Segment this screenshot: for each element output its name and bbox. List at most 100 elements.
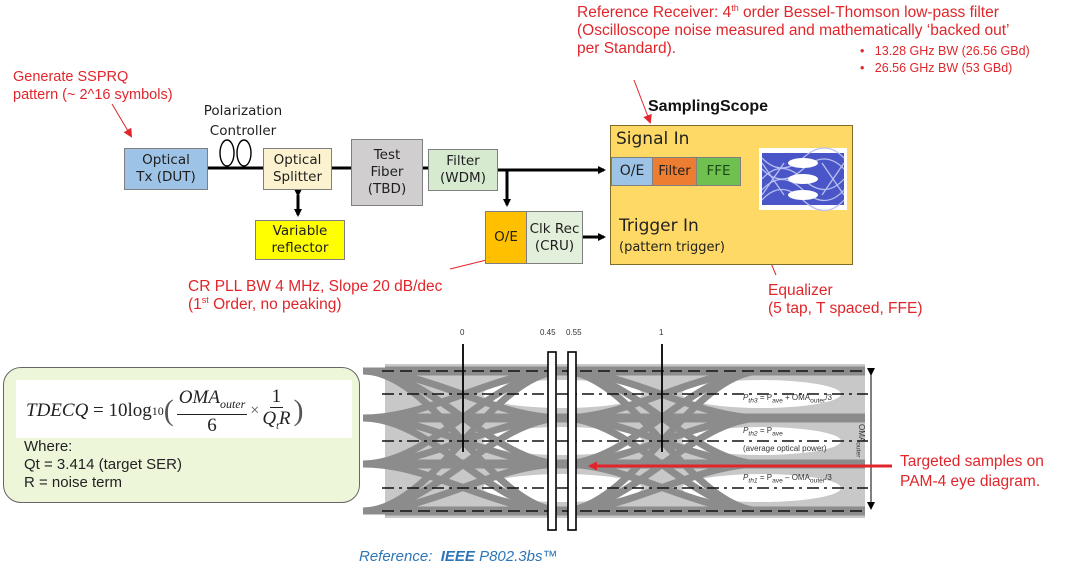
scope-eye-thumbnail <box>759 147 847 212</box>
pth1-mid: = P <box>757 473 773 482</box>
variable-reflector-label: Variable reflector <box>271 223 329 256</box>
pth3-ave: ave <box>772 397 783 405</box>
pth1-sub: th1 <box>748 477 758 485</box>
cr-pll-line1: CR PLL BW 4 MHz, Slope 20 dB/dec <box>188 278 443 295</box>
cr-pll-line2-pre: (1 <box>188 296 202 313</box>
pth2-p: P <box>743 426 749 435</box>
ref-receiver-pointer <box>633 79 652 124</box>
clock-recovery-label: Clk Rec (CRU) <box>529 220 580 254</box>
pth2-label: Pth2 = Pave <box>743 426 783 438</box>
ref-line1-post: order Bessel-Thomson low-pass filter <box>738 4 999 21</box>
equalizer-line2: (5 tap, T spaced, FFE) <box>768 300 923 317</box>
scope-filter-block[interactable]: Filter <box>652 157 697 186</box>
pth2-ave: ave <box>772 430 783 438</box>
targeted-line1: Targeted samples on <box>900 453 1044 470</box>
oma-sub: outer <box>854 442 862 458</box>
pattern-trigger-label: (pattern trigger) <box>619 240 725 255</box>
formula-q-sub: t <box>276 420 279 432</box>
reference-ieee: IEEE <box>440 548 475 565</box>
generate-line1: Generate SSPRQ <box>13 69 129 85</box>
eye-thumbnail-image <box>761 147 845 212</box>
ref-line1-sup: th <box>731 2 739 13</box>
sample-window-055 <box>567 351 577 531</box>
qt-definition: Qt = 3.414 (target SER) <box>24 456 182 473</box>
targeted-line2: PAM-4 eye diagram. <box>900 473 1041 490</box>
ref-line1-text: Reference Receiver: 4 <box>577 4 732 21</box>
equalizer-note: Equalizer (5 tap, T spaced, FFE) <box>768 282 923 318</box>
reference-receiver-line2: (Oscilloscope noise measured and mathema… <box>577 22 1010 39</box>
bullet-item: • 26.56 GHz BW (53 GBd) <box>860 61 1013 75</box>
sampling-scope-box[interactable]: Signal In O/E Filter FFE Trigger In (pat… <box>610 125 853 265</box>
cr-pll-line2: (1st Order, no peaking) <box>188 295 442 314</box>
scope-oe-label: O/E <box>619 163 645 179</box>
formula-den: 6 <box>207 415 217 437</box>
filter-wdm-block[interactable]: Filter (WDM) <box>428 149 498 191</box>
bullet-text: 26.56 GHz BW (53 GBd) <box>874 61 1013 75</box>
formula-log-base: 10 <box>151 403 164 418</box>
polarization-controller-label: Polarization Controller <box>203 103 283 139</box>
formula-r: R <box>278 408 291 429</box>
pth2-mid: = P <box>757 426 773 435</box>
pth3-label: Pth3 = Pave + OMAouter/3 <box>743 393 832 405</box>
pth1-label: Pth1 = Pave – OMAouter/3 <box>743 473 832 485</box>
scope-filter-label: Filter <box>658 164 691 179</box>
oma-outer-label: OMAouter <box>854 424 866 457</box>
reference-receiver-line1: Reference Receiver: 4th order Bessel-Tho… <box>577 2 1010 22</box>
bandwidth-bullets: • 13.28 GHz BW (26.56 GBd) • 26.56 GHz B… <box>860 43 1030 77</box>
oe-converter-label: O/E <box>494 229 518 245</box>
close-paren: ) <box>293 394 304 428</box>
optical-tx-dut-block[interactable]: Optical Tx (DUT) <box>124 148 208 190</box>
polarization-loop-icon <box>219 139 235 167</box>
pth2-note: (average optical power) <box>743 444 827 453</box>
bullet-item: • 13.28 GHz BW (26.56 GBd) <box>860 44 1030 58</box>
formula-times: × <box>250 402 260 420</box>
formula-one: 1 <box>269 386 284 408</box>
test-fiber-block[interactable]: Test Fiber (TBD) <box>351 139 423 206</box>
formula-oma: OMA <box>178 386 220 408</box>
variable-reflector-block[interactable]: Variable reflector <box>255 220 345 260</box>
reference-pre: Reference: <box>359 548 441 565</box>
pth3-oma: + OMA <box>782 393 811 402</box>
test-fiber-label: Test Fiber (TBD) <box>367 147 407 197</box>
oe-converter-block[interactable]: O/E <box>485 211 527 264</box>
scope-ffe-label: FFE <box>706 163 731 179</box>
pth3-end: /3 <box>825 393 832 402</box>
sample-window-045 <box>547 351 557 531</box>
optical-splitter-block[interactable]: Optical Splitter <box>263 148 332 190</box>
pth3-outer: outer <box>810 397 826 405</box>
targeted-samples-note: Targeted samples on PAM-4 eye diagram. <box>900 452 1044 492</box>
equalizer-line1: Equalizer <box>768 282 833 299</box>
pth1-ave: ave <box>772 477 783 485</box>
time-label-0: 0 <box>460 328 465 337</box>
pth1-outer: outer <box>809 477 826 485</box>
pth3-mid: = P <box>757 393 773 402</box>
scope-ffe-block[interactable]: FFE <box>696 157 741 186</box>
pth1-end: /3 <box>825 473 832 482</box>
bullet-text: 13.28 GHz BW (26.56 GBd) <box>874 44 1030 58</box>
reference-standard: P802.3bs™ <box>474 548 558 565</box>
oma-text: OMA <box>857 424 866 443</box>
sampling-scope-title: SamplingScope <box>648 98 769 115</box>
cr-pll-line2-post: Order, no peaking) <box>208 296 342 313</box>
time-label-055: 0.55 <box>566 328 582 337</box>
time-label-045: 0.45 <box>540 328 556 337</box>
formula-eq: = 10log <box>88 400 152 422</box>
pth1-p: P <box>743 473 749 482</box>
optical-splitter-label: Optical Splitter <box>272 152 323 185</box>
generate-line2: pattern (~ 2^16 symbols) <box>13 87 173 103</box>
pth2-sub: th2 <box>748 430 758 438</box>
optical-tx-label: Optical Tx (DUT) <box>136 152 196 185</box>
clock-recovery-block[interactable]: Clk Rec (CRU) <box>526 211 583 264</box>
formula-oma-sub: outer <box>219 396 246 411</box>
trigger-in-label: Trigger In <box>619 216 699 236</box>
reference-citation: Reference: IEEE P802.3bs™ <box>359 548 557 565</box>
polarization-loop-icon <box>236 139 252 167</box>
cr-pll-note: CR PLL BW 4 MHz, Slope 20 dB/dec (1st Or… <box>188 278 442 314</box>
filter-wdm-label: Filter (WDM) <box>440 153 486 186</box>
